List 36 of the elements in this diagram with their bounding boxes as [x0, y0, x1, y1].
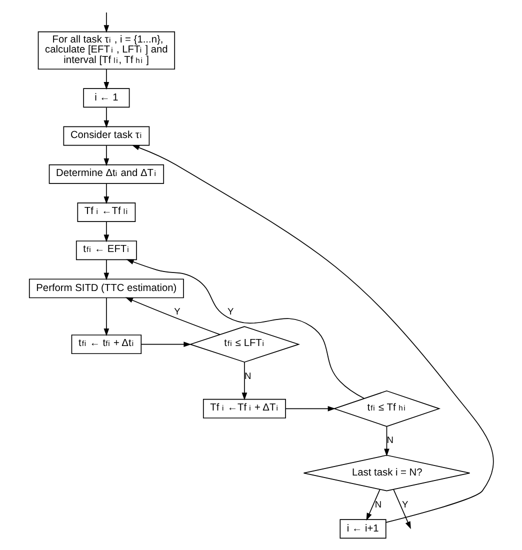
node-box: tfi ← EFTi	[75, 240, 136, 260]
arrow	[384, 426, 389, 456]
node-box: Tf i ←Tf li	[76, 202, 136, 222]
arrow	[103, 145, 109, 166]
arrow	[366, 489, 380, 521]
node-box: Consider task τi	[62, 126, 150, 146]
arrow	[284, 406, 335, 412]
arrow	[124, 297, 220, 335]
arrow	[392, 489, 410, 530]
node-box: i ← 1	[82, 88, 130, 108]
node-diamond: tfi ≤ LFTi	[188, 326, 300, 363]
arrow	[140, 342, 191, 347]
node-box: Tf i ←Tf i + ΔTi	[202, 398, 286, 418]
arrow	[103, 107, 109, 128]
arrow	[103, 12, 109, 33]
arrow	[103, 260, 109, 280]
edge-label: N	[386, 435, 393, 446]
node-diamond: Last task i = N?	[302, 454, 470, 492]
edge-label: N	[374, 500, 382, 510]
arrow	[126, 259, 364, 399]
node-diamond: tfi ≤ Tf hi	[332, 390, 440, 427]
node-box: Determine Δti and ΔTi	[48, 164, 164, 184]
edge-label: N	[244, 370, 251, 381]
node-box: For all task τi , i = {1...n}, calculate [EFTi , LFTi ] and interval [Tf li, Tf hi ]	[37, 31, 175, 70]
arrow	[103, 221, 109, 242]
arrow	[131, 144, 494, 523]
node-box: tfi ← tfi + Δti	[70, 334, 142, 354]
node-box: i ← i+1	[339, 519, 386, 539]
arrow	[103, 68, 109, 90]
arrow	[241, 362, 247, 400]
node-box: Perform SITD (TTC estimation)	[28, 278, 184, 298]
edge-label: Y	[174, 306, 180, 317]
arrow	[103, 183, 109, 204]
edge-label: Y	[401, 500, 408, 510]
arrow	[103, 297, 109, 336]
edge-label: Y	[227, 306, 234, 317]
